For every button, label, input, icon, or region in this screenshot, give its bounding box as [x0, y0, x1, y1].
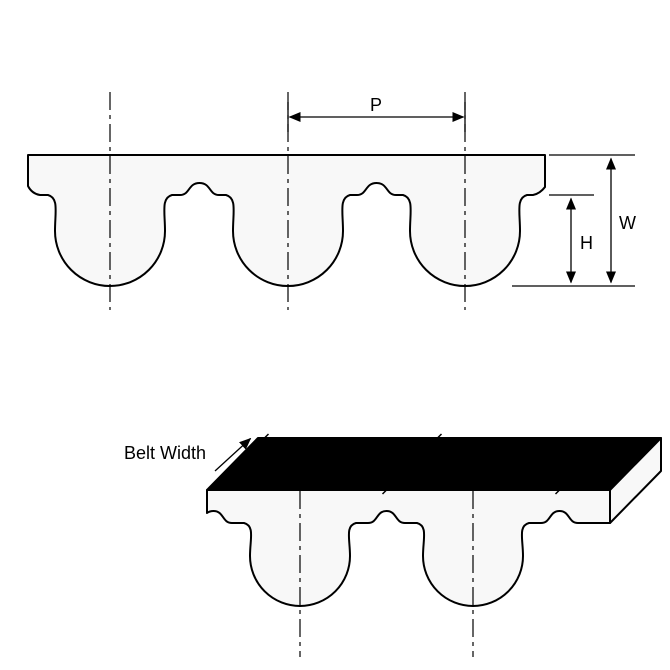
tooth-seam-tick-front-2 — [554, 485, 565, 495]
pitch-dimension: P — [287, 95, 466, 132]
belt-width-annotation: Belt Width — [124, 437, 252, 472]
belt-width-arrow — [214, 437, 252, 472]
height-label: H — [580, 233, 593, 253]
tooth-seam-tick-back-1 — [259, 433, 270, 443]
profile-view: P W H — [27, 92, 636, 310]
belt-front-face — [206, 489, 611, 607]
tooth-seam-tick-back-2 — [432, 433, 443, 443]
width-dimension: W — [512, 154, 636, 287]
isometric-view: Belt Width — [124, 433, 662, 657]
belt-top-face — [206, 437, 662, 491]
pitch-label: P — [370, 95, 382, 115]
belt-profile-outline — [27, 154, 546, 287]
width-label: W — [619, 213, 636, 233]
belt-width-label: Belt Width — [124, 443, 206, 463]
height-dimension: H — [549, 194, 594, 284]
tooth-seam-tick-front-1 — [381, 485, 392, 495]
